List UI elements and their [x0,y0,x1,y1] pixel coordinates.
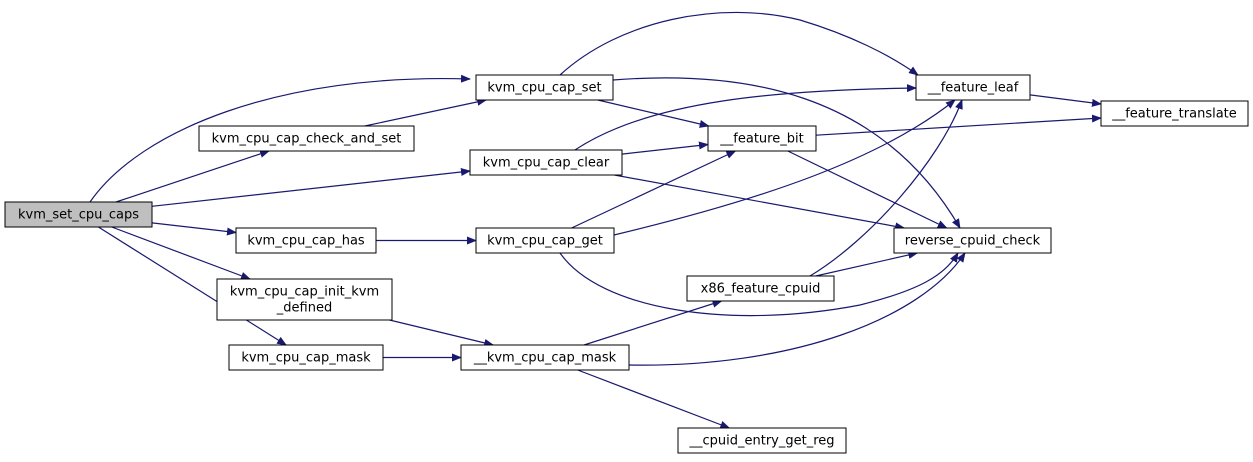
edge-__kvm_cpu_cap_mask-to-reverse_cpuid_check [628,252,966,366]
edge-line [815,251,919,277]
edge-line [151,222,237,236]
edge-line [571,150,737,229]
node-label: kvm_cpu_cap_mask [241,351,371,366]
node-kvm-cpu-cap-clear[interactable]: kvm_cpu_cap_clear [469,149,623,176]
node-feature-bit[interactable]: __feature_bit [707,125,817,152]
edge-line [787,150,948,229]
node-label: __kvm_cpu_cap_mask [473,351,617,366]
edge-line [815,114,1102,136]
edge-kvm_cpu_cap_check_and_set-to-kvm_cpu_cap_set [364,97,488,127]
node-box [707,125,817,152]
nodes-layer: kvm_set_cpu_caps kvm_cpu_cap_set kvm_cpu_c… [4,74,1249,454]
edge-line [574,84,917,151]
node-kvm-set-cpu-caps[interactable]: kvm_set_cpu_caps [4,201,153,228]
node-box [915,74,1031,101]
edge-line [577,369,731,429]
edge-x86_feature_cpuid-to-__feature_leaf [809,99,963,277]
edge-kvm_cpu_cap_init_kvm_defined-to-__kvm_cpu_cap_mask [389,319,495,347]
edge-__kvm_cpu_cap_mask-to-x86_feature_cpuid [583,299,723,346]
node-label: kvm_cpu_cap_get [487,234,603,249]
edge-kvm_cpu_cap_clear-to-reverse_cpuid_check [614,174,906,231]
node-label: reverse_cpuid_check [905,234,1041,249]
node-label: __feature_translate [1111,107,1237,122]
edge-line [115,150,270,203]
node-x86-feature-cpuid[interactable]: x86_feature_cpuid [686,275,835,302]
edge-line [559,252,959,317]
edge-kvm_cpu_cap_get-to-__feature_bit [571,150,737,229]
node-box [677,427,847,454]
edge-line [597,99,710,128]
edge-kvm_cpu_cap_clear-to-__feature_leaf [574,84,917,151]
node-kvm-cpu-cap-check-and-set[interactable]: kvm_cpu_cap_check_and_set [198,125,415,152]
node-kvm-cpu-cap-get[interactable]: kvm_cpu_cap_get [475,227,615,254]
edge-__kvm_cpu_cap_mask-to-__cpuid_entry_get_reg [577,369,731,429]
edge-line [98,226,287,346]
node-label: __feature_leaf [927,81,1019,96]
node-cpuid-entry-get-reg[interactable]: __cpuid_entry_get_reg [677,427,847,454]
edge-x86_feature_cpuid-to-reverse_cpuid_check [815,251,919,277]
node-kvm-cpu-cap-has[interactable]: kvm_cpu_cap_has [235,227,377,254]
edge-line [612,77,961,229]
edge-kvm_set_cpu_caps-to-kvm_cpu_cap_clear [151,168,471,207]
edge-line [613,99,956,236]
node-box [4,201,153,228]
node-label: x86_feature_cpuid [701,282,821,297]
node-box [475,74,614,101]
node-label: kvm_cpu_cap_has [247,234,365,249]
node-label: _defined [276,301,332,316]
edge-kvm_cpu_cap_set-to-__feature_leaf [559,11,919,76]
node-box [686,275,835,302]
edge-kvm_cpu_cap_clear-to-__feature_bit [621,141,709,155]
node-label: kvm_cpu_cap_init_kvm [230,285,379,300]
edge-__feature_bit-to-reverse_cpuid_check [787,150,948,229]
node-kvm-cpu-cap-mask[interactable]: __kvm_cpu_cap_mask [460,344,630,371]
node-label: __cpuid_entry_get_reg [688,434,834,449]
node-box [228,344,384,371]
edge-__feature_leaf-to-__feature_translate [1029,94,1102,107]
edge-kvm_cpu_cap_get-to-reverse_cpuid_check [559,252,959,317]
node-feature-translate[interactable]: __feature_translate [1100,100,1249,127]
edge-line [809,99,963,277]
node-feature-leaf[interactable]: __feature_leaf [915,74,1031,101]
node-box [475,227,615,254]
node-kvm-cpu-cap-mask[interactable]: kvm_cpu_cap_mask [228,344,384,371]
node-label: kvm_cpu_cap_clear [483,156,610,171]
edge-line [559,11,919,76]
node-box [460,344,630,371]
node-label: kvm_cpu_cap_set [487,81,601,96]
node-box [893,227,1052,254]
edge-line [1029,94,1102,107]
edge-kvm_cpu_cap_get-to-__feature_leaf [613,99,956,236]
edge-line [583,299,723,346]
node-kvm-cpu-cap-init-kvm-defined[interactable]: kvm_cpu_cap_init_kvm_defined [216,278,393,321]
edge-kvm_set_cpu_caps-to-kvm_cpu_cap_set [89,74,471,203]
edge-line [89,74,471,203]
node-kvm-cpu-cap-set[interactable]: kvm_cpu_cap_set [475,74,614,101]
edge-kvm_cpu_cap_set-to-__feature_bit [597,99,710,128]
edge-line [614,174,906,231]
edge-__feature_bit-to-__feature_translate [815,114,1102,136]
node-label: __feature_bit [719,132,803,147]
edge-line [621,141,709,155]
node-box [198,125,415,152]
edge-line [364,97,488,127]
node-label: kvm_cpu_cap_check_and_set [212,132,402,147]
edges-layer [89,11,1102,429]
node-reverse-cpuid-check[interactable]: reverse_cpuid_check [893,227,1052,254]
edge-kvm_set_cpu_caps-to-kvm_cpu_cap_mask [98,226,287,346]
node-box [235,227,377,254]
edge-kvm_cpu_cap_set-to-reverse_cpuid_check [612,77,961,229]
node-box [469,149,623,176]
edge-line [389,319,495,347]
node-box [216,278,393,321]
node-label: kvm_set_cpu_caps [18,208,139,223]
edge-kvm_set_cpu_caps-to-kvm_cpu_cap_has [151,222,237,236]
edge-kvm_set_cpu_caps-to-kvm_cpu_cap_init_kvm_defined [111,226,251,280]
node-box [1100,100,1249,127]
edge-line [151,168,471,207]
edge-line [628,252,966,366]
edge-kvm_set_cpu_caps-to-kvm_cpu_cap_check_and_set [115,150,270,203]
edge-line [111,226,251,280]
